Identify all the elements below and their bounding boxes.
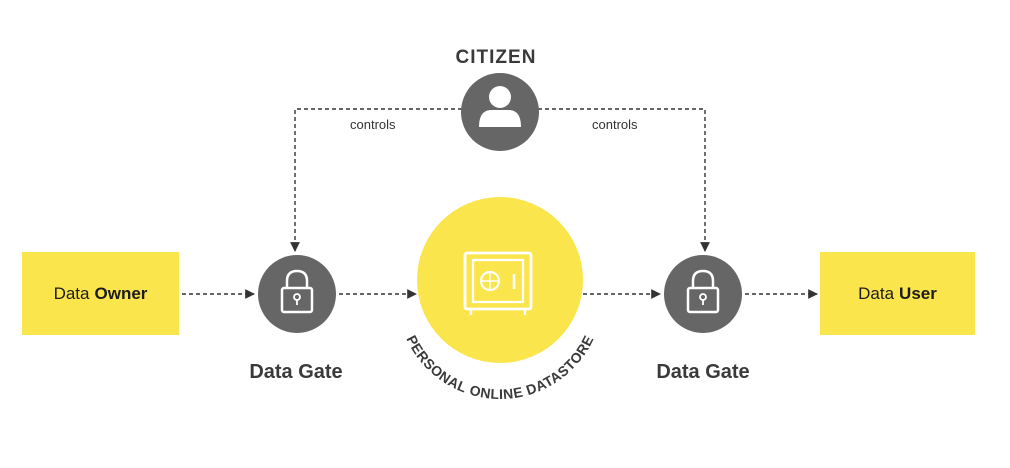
person-icon	[479, 86, 521, 127]
data-user-prefix: Data	[858, 283, 895, 303]
data-owner-prefix: Data	[53, 283, 90, 303]
data-gate-left-node	[258, 255, 336, 333]
data-gate-right-node	[664, 255, 742, 333]
controls-connector-left	[290, 108, 462, 252]
citizen-label: CITIZEN	[455, 47, 537, 68]
data-gate-left-label: Data Gate	[249, 361, 343, 383]
padlock-icon	[686, 269, 720, 314]
controls-label-right: controls	[592, 117, 638, 132]
controls-label-left: controls	[350, 117, 396, 132]
data-owner-box: Data Owner	[22, 252, 179, 335]
datastore-node	[417, 197, 583, 363]
data-user-box: Data User	[820, 252, 975, 335]
controls-connector-right	[538, 108, 710, 252]
safe-icon	[463, 251, 533, 315]
padlock-icon	[280, 269, 314, 314]
data-gate-right-label: Data Gate	[656, 361, 750, 383]
data-user-emphasis: User	[899, 283, 937, 303]
data-owner-emphasis: Owner	[94, 283, 148, 303]
citizen-node	[461, 73, 539, 151]
